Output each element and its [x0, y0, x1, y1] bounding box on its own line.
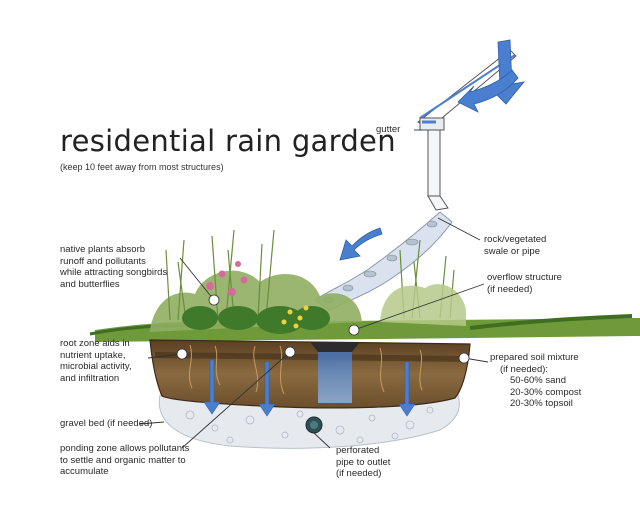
label-soil-mixture: prepared soil mixture (if needed): 50-60…: [490, 352, 582, 409]
soil-layer: [149, 339, 471, 409]
label-native-plants: native plants absorb runoff and pollutan…: [60, 244, 168, 290]
leader-dots: [176, 294, 470, 364]
flow-arrows: [339, 39, 525, 261]
overflow-grate: [310, 342, 360, 352]
swale-stones: [322, 220, 438, 304]
label-swale: rock/vegetated swale or pipe: [484, 234, 547, 257]
label-root-zone: root zone aids in nutrient uptake, micro…: [60, 338, 132, 384]
label-gravel-bed: gravel bed (if needed): [60, 418, 153, 429]
root-lines: [188, 344, 423, 395]
diagram-subtitle: (keep 10 feet away from most structures): [60, 162, 224, 172]
infiltration-arrows: [203, 359, 416, 417]
perforated-pipe: [305, 416, 323, 434]
label-ponding-zone: ponding zone allows pollutants to settle…: [60, 443, 190, 477]
label-gutter: gutter: [376, 124, 401, 135]
gravel-texture: [185, 406, 434, 444]
label-perforated-pipe: perforated pipe to outlet (if needed): [336, 445, 391, 479]
diagram-title: residential rain garden: [60, 124, 396, 158]
leader-lines: [139, 129, 489, 449]
infiltration-column: [318, 345, 352, 403]
label-overflow: overflow structure (if needed): [487, 272, 562, 295]
